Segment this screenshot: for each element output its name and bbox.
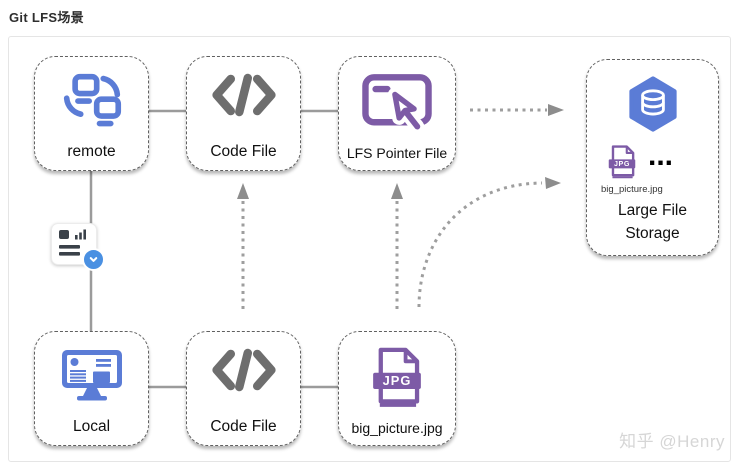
node-lfs-pointer-file: LFS Pointer File: [338, 56, 456, 171]
commit-changes-card: [51, 223, 105, 271]
pointer-window-icon: [362, 74, 432, 134]
node-label-code-file-bottom: Code File: [210, 418, 277, 435]
code-icon: [211, 73, 276, 117]
node-label-code-file-top: Code File: [210, 143, 277, 160]
node-label-local: Local: [72, 418, 111, 435]
jpg-file-icon: JPG: [373, 347, 421, 407]
node-remote: remote: [34, 56, 149, 171]
node-code-file-top: Code File: [186, 56, 301, 171]
node-local: Local: [34, 331, 149, 446]
arrowhead-up-left: [237, 183, 249, 199]
node-label-big-picture-jpg: big_picture.jpg: [351, 420, 443, 436]
database-hexagon-icon: [628, 76, 677, 132]
arrowhead-up-right: [391, 183, 403, 199]
diagram-canvas: remote Code File LFS Pointer File: [8, 36, 731, 462]
jpg-file-small-icon: JPG: [608, 145, 636, 179]
code-icon: [211, 348, 276, 392]
node-code-file-bottom: Code File: [186, 331, 301, 446]
node-label-large-file-storage: Large File Storage: [618, 202, 687, 242]
page-title: Git LFS场景: [9, 10, 84, 25]
commit-summary-icon: [59, 229, 86, 256]
storage-file-caption: big_picture.jpg: [601, 184, 663, 196]
node-label-remote: remote: [67, 143, 116, 160]
chevron-down-icon: [89, 257, 98, 262]
arrowhead-right-curve: [545, 177, 561, 189]
storage-file-row: JPG ...: [591, 140, 714, 180]
watermark: 知乎 @Henry: [619, 432, 725, 451]
arrow-bigpicture-to-storage-curve: [417, 181, 543, 308]
arrowhead-right-top: [548, 104, 564, 116]
node-large-file-storage: JPG ... big_picture.jpg Large File Stora…: [586, 59, 719, 256]
jpg-badge-text: JPG: [614, 160, 630, 168]
node-big-picture-jpg: JPG big_picture.jpg: [338, 331, 456, 446]
sync-check-badge: [82, 248, 105, 271]
node-label-lfs-pointer-file: LFS Pointer File: [346, 145, 448, 161]
jpg-badge-text: JPG: [383, 373, 412, 388]
repo-sync-icon: [63, 73, 121, 127]
computer-monitor-icon: [61, 350, 122, 401]
